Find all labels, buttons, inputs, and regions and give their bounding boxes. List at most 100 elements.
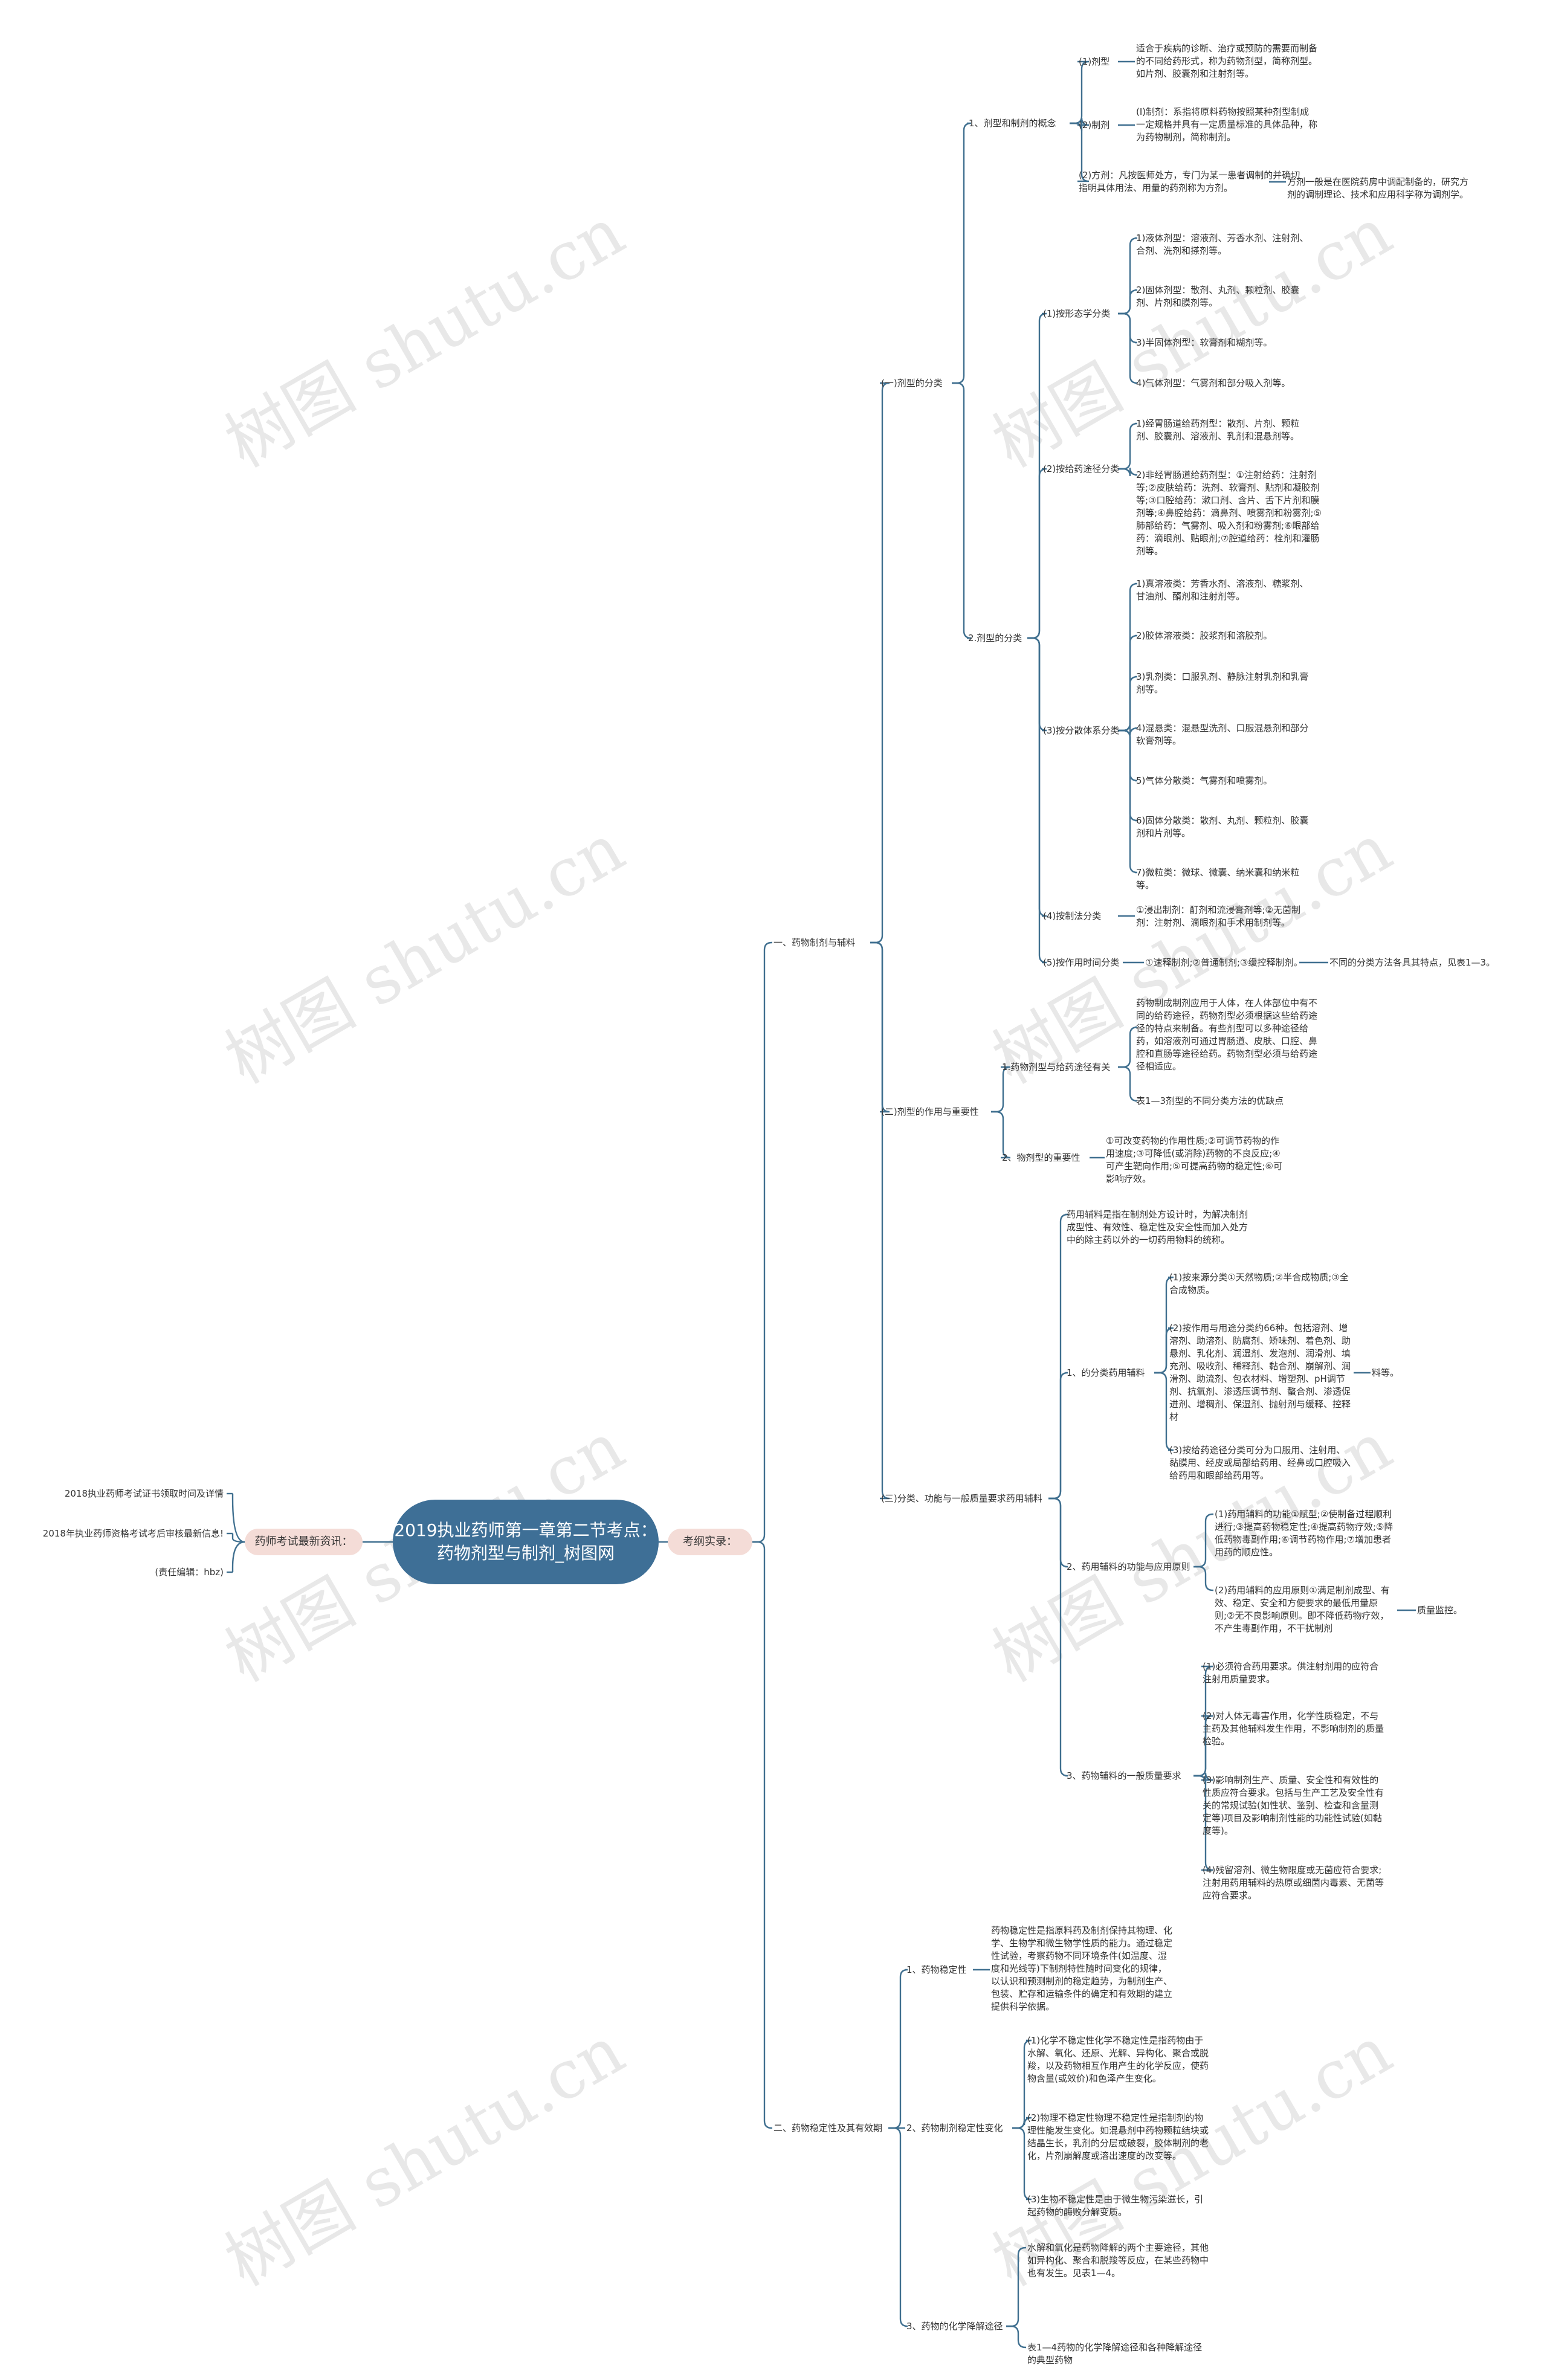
- connector-line: [1048, 1497, 1068, 1568]
- connector-line: [1118, 634, 1138, 732]
- by-disperse-item: 6)固体分散类：散剂、丸剂、颗粒剂、胶囊剂和片剂等。: [1136, 815, 1309, 839]
- by-disperse-item: 1)真溶液类：芳香水剂、溶液剂、糖浆剂、甘油剂、醑剂和注射剂等。: [1136, 578, 1309, 602]
- connector-line: [870, 941, 890, 1500]
- excipient-classify-tail: 料等。: [1372, 1367, 1400, 1378]
- connector-line: [1193, 1566, 1213, 1592]
- connector-line: [1118, 729, 1138, 782]
- connector-line: [1027, 468, 1047, 639]
- degradation-text: 水解和氧化是药物降解的两个主要途径，其他如异构化、聚合和脱羧等反应，在某些药物中…: [1027, 2242, 1209, 2278]
- connector-line: [1118, 422, 1138, 470]
- connector-line: [1118, 289, 1138, 315]
- connector-line: [1027, 637, 1047, 964]
- sec1-a-title[interactable]: (一)剂型的分类: [881, 378, 943, 389]
- by-action-label[interactable]: (5)按作用时间分类: [1043, 957, 1120, 968]
- excipient-intro: 药用辅料是指在制剂处方设计时，为解决制剂成型性、有效性、稳定性及安全性而加入处方…: [1067, 1209, 1248, 1245]
- preparation-label[interactable]: (2)制剂: [1079, 120, 1110, 131]
- stability-change-item: (2)物理不稳定性物理不稳定性是指制剂的物理性能发生变化。如混悬剂中药物颗粒结块…: [1027, 2112, 1209, 2161]
- connector-line: [752, 941, 772, 1543]
- excipient-function-item: (1)药用辅料的功能①赋型;②使制备过程顺利进行;③提高药物稳定性;④提高药物疗…: [1215, 1509, 1394, 1558]
- stability-title[interactable]: 1、药物稳定性: [906, 1964, 967, 1975]
- connector-line: [1006, 2246, 1026, 2327]
- connector-line: [870, 382, 890, 944]
- connector-line: [1118, 237, 1138, 315]
- connector-line: [991, 1066, 1011, 1113]
- connector-line: [1154, 1327, 1174, 1374]
- connector-line: [231, 1541, 245, 1572]
- connector-line: [1118, 312, 1138, 384]
- root-topic[interactable]: 2019执业药师第一章第二节考点：药物剂型与制剂_树图网: [393, 1500, 659, 1584]
- concept-title[interactable]: 1、剂型和制剂的概念: [969, 118, 1056, 129]
- by-route-item: 2)非经胃肠道给药剂型：①注射给药：注射剂等;②皮肤给药：洗剂、软膏剂、贴剂和凝…: [1136, 469, 1322, 556]
- excipient-function-title[interactable]: 2、药用辅料的功能与应用原则: [1067, 1561, 1190, 1572]
- connector-line: [1193, 1775, 1213, 1871]
- excipient-classify-item: (1)按来源分类①天然物质;②半合成物质;③全合成物质。: [1169, 1272, 1349, 1295]
- by-form-item: 1)液体剂型：溶液剂、芳香水剂、注射剂、合剂、洗剂和搽剂等。: [1136, 233, 1309, 256]
- by-disperse-item: 7)微粒类：微球、微囊、纳米囊和纳米粒等。: [1136, 867, 1300, 891]
- excipient-quality-item: (2)对人体无毒害作用，化学性质稳定，不与主药及其他辅料发生作用，不影响制剂的质…: [1203, 1711, 1384, 1747]
- stability-change-item: (1)化学不稳定性化学不稳定性是指药物由于水解、氧化、还原、光解、异构化、聚合或…: [1027, 2035, 1209, 2084]
- sec1-title[interactable]: 一、药物制剂与辅料: [774, 937, 856, 948]
- excipient-classify-item: (2)按作用与用途分类约66种。包括溶剂、增溶剂、助溶剂、防腐剂、矫味剂、着色剂…: [1169, 1323, 1351, 1422]
- table-1-4-ref: 表1—4药物的化学降解途径和各种降解途径的典型药物: [1027, 2342, 1203, 2365]
- news-item[interactable]: 2018年执业药师资格考试考后审核最新信息!: [42, 1528, 224, 1539]
- prescription-text[interactable]: (2)方剂：凡按医师处方，专门为某一患者调制的并确切指明具体用法、用量的药剂称为…: [1079, 170, 1300, 193]
- excipient-classify-title[interactable]: 1、的分类药用辅料: [1067, 1367, 1145, 1378]
- connector-line: [1118, 729, 1138, 874]
- connector-line: [1118, 1026, 1138, 1068]
- excipient-classify-item: (3)按给药途径分类可分为口服用、注射用、黏膜用、经皮或局部给药用、经鼻或口腔吸…: [1169, 1445, 1351, 1481]
- connector-line: [1012, 2117, 1032, 2129]
- connector-line: [1012, 2127, 1032, 2201]
- by-method-label[interactable]: (4)按制法分类: [1043, 911, 1102, 921]
- preparation-text: (I)制剂：系指将原料药物按照某种剂型制成一定规格并具有一定质量标准的具体品种，…: [1136, 106, 1318, 143]
- connector-line: [1070, 122, 1090, 182]
- connector-line: [1118, 729, 1138, 822]
- sec1-b-title[interactable]: (二)剂型的作用与重要性: [881, 1106, 979, 1117]
- table-1-3-ref: 表1—3剂型的不同分类方法的优缺点: [1136, 1095, 1284, 1106]
- excipient-quality-title[interactable]: 3、药物辅料的一般质量要求: [1067, 1770, 1181, 1781]
- by-form-item: 2)固体剂型：散剂、丸剂、颗粒剂、胶囊剂、片剂和膜剂等。: [1136, 285, 1300, 308]
- by-route-label[interactable]: (2)按给药途径分类: [1043, 463, 1120, 474]
- connector-line: [1027, 637, 1047, 917]
- news-item[interactable]: 2018执业药师考试证书领取时间及详情: [64, 1488, 224, 1499]
- connector-line: [888, 2127, 908, 2327]
- degradation-title[interactable]: 3、药物的化学降解途径: [906, 2321, 1003, 2332]
- stability-change-title[interactable]: 2、药物制剂稳定性变化: [906, 2123, 1003, 2133]
- classification-title[interactable]: 2.剂型的分类: [968, 633, 1022, 643]
- connector-line: [231, 1494, 245, 1543]
- route-relation-text: 药物制成制剂应用于人体，在人体部位中有不同的给药途径，药物剂型必须根据这些给药途…: [1136, 998, 1318, 1072]
- connector-line: [991, 1111, 1011, 1159]
- connector-line: [1006, 2325, 1026, 2349]
- stability-change-item: (3)生物不稳定性是由于微生物污染滋长，引起药物的酶败分解变质。: [1027, 2194, 1204, 2217]
- by-form-label[interactable]: (1)按形态学分类: [1043, 308, 1111, 319]
- connector-line: [1118, 676, 1138, 732]
- connector-line: [752, 1541, 772, 2129]
- dosage-form-text: 适合于疾病的诊断、治疗或预防的需要而制备的不同给药形式，称为药物剂型，简称剂型。…: [1136, 43, 1318, 79]
- stability-text: 药物稳定性是指原料药及制剂保持其物理、化学、生物学和微生物学性质的能力。通过稳定…: [991, 1925, 1173, 2012]
- connector-line: [1193, 1513, 1213, 1568]
- sec2-title[interactable]: 二、药物稳定性及其有效期: [774, 2123, 883, 2133]
- by-form-item: 3)半固体剂型：软膏剂和糊剂等。: [1136, 337, 1273, 348]
- prescription-note: 方剂一般是在医院药房中调配制备的，研究方剂的调制理论、技术和应用科学称为调剂学。: [1287, 176, 1469, 200]
- by-form-item: 4)气体剂型：气雾剂和部分吸入剂等。: [1136, 378, 1291, 389]
- outline-topic[interactable]: 考纲实录：: [668, 1529, 752, 1555]
- by-disperse-item: 3)乳剂类：口服乳剂、静脉注射乳剂和乳膏剂等。: [1136, 671, 1309, 695]
- excipient-quality-item: (4)残留溶剂、微生物限度或无菌应符合要求;注射用药用辅料的热原或细菌内毒素、无…: [1203, 1865, 1384, 1901]
- dosage-form-label[interactable]: (1)剂型: [1079, 56, 1110, 67]
- connector-line: [1154, 1372, 1174, 1451]
- excipient-quality-item: (1)必须符合药用要求。供注射剂用的应符合注射用质量要求。: [1203, 1661, 1379, 1685]
- importance-text: ①可改变药物的作用性质;②可调节药物的作用速度;③可降低(或消除)药物的不良反应…: [1106, 1135, 1283, 1184]
- by-disperse-item: 2)胶体溶液类：胶浆剂和溶胶剂。: [1136, 630, 1273, 641]
- by-disperse-label[interactable]: (3)按分散体系分类: [1043, 725, 1120, 736]
- importance-title[interactable]: 2、物剂型的重要性: [1002, 1152, 1080, 1163]
- by-route-item: 1)经胃肠道给药剂型：散剂、片剂、颗粒剂、胶囊剂、溶液剂、乳剂和混悬剂等。: [1136, 418, 1300, 442]
- connector-line: [888, 1969, 908, 2129]
- connector-line: [1027, 312, 1047, 639]
- by-disperse-item: 4)混悬类：混悬型洗剂、口服混悬剂和部分软膏剂等。: [1136, 723, 1309, 746]
- route-relation-title[interactable]: 1.药物剂型与给药途径有关: [1002, 1062, 1111, 1072]
- sec1-c-title[interactable]: (三)分类、功能与一般质量要求药用辅料: [881, 1493, 1042, 1504]
- news-topic[interactable]: 药师考试最新资讯：: [245, 1529, 363, 1555]
- by-action-text[interactable]: ①速释制剂;②普通制剂;③缓控释制剂。: [1145, 957, 1303, 968]
- connector-line: [1048, 1372, 1068, 1500]
- connector-line: [1070, 60, 1090, 124]
